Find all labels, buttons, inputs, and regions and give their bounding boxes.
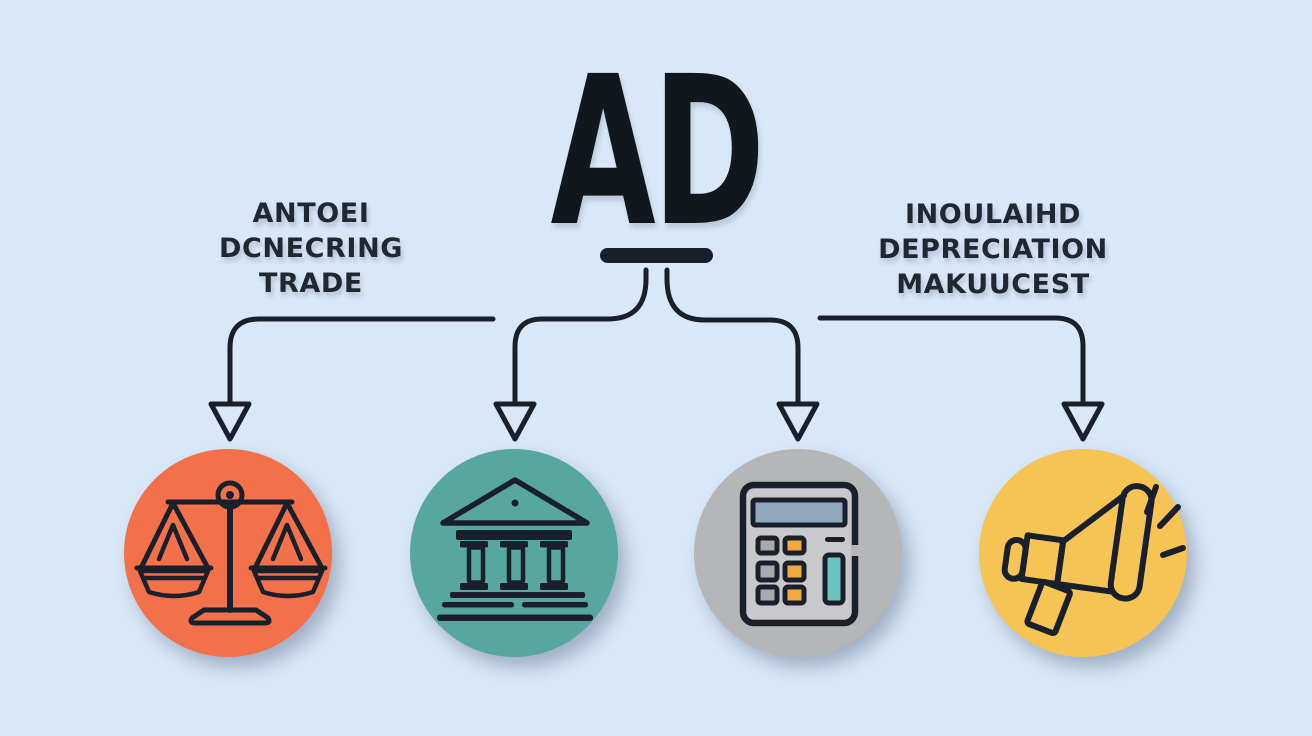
connector-line-3 — [664, 267, 801, 406]
megaphone-icon — [1001, 483, 1186, 636]
balance-scale-icon — [134, 480, 328, 626]
connector-line-2 — [512, 267, 649, 406]
node-megaphone — [979, 449, 1187, 657]
label-left-line-2: DCNECRING — [218, 233, 404, 264]
label-left-line-3: TRADE — [259, 268, 363, 299]
label-right-line-3: MAKUUCEST — [896, 269, 1090, 300]
connector-line-1 — [227, 316, 496, 406]
node-calculator — [694, 449, 902, 657]
arrowhead-4 — [1061, 401, 1105, 442]
title-underline — [600, 248, 713, 263]
label-left: ANTOEI DCNECRING TRADE — [151, 196, 471, 301]
calculator-icon — [739, 481, 860, 627]
label-right: INOULAIHD DEPRECIATION MAKUUCEST — [833, 197, 1153, 302]
arrowhead-3 — [776, 401, 820, 442]
node-circle-4 — [979, 449, 1187, 657]
connector-line-4 — [817, 315, 1086, 406]
node-legal — [124, 449, 332, 657]
bank-icon — [437, 477, 593, 621]
label-right-line-1: INOULAIHD — [904, 199, 1082, 230]
arrowhead-2 — [493, 401, 537, 442]
node-bank — [410, 449, 618, 657]
arrowhead-1 — [208, 401, 252, 442]
label-right-line-2: DEPRECIATION — [878, 234, 1108, 265]
label-left-line-1: ANTOEI — [252, 198, 370, 229]
